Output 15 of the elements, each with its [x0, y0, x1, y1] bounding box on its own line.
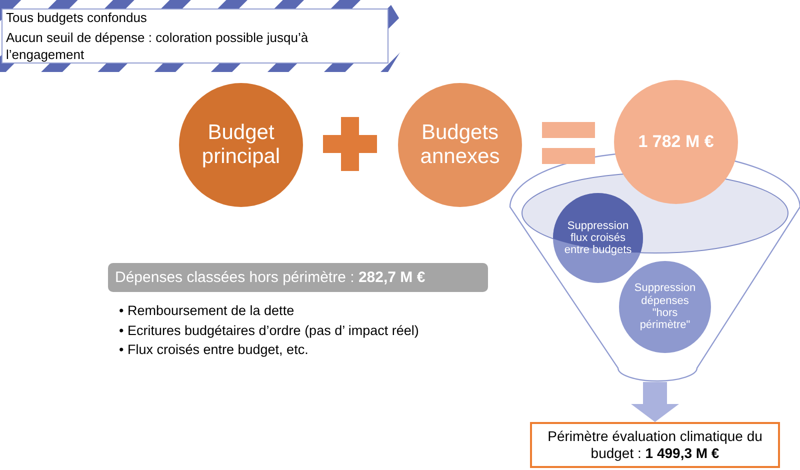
circle-label: Suppression dépenses "hors périmètre" — [633, 282, 697, 332]
circle-label: 1 782 M € — [638, 132, 714, 152]
banner-note: Aucun seuil de dépense : coloration possible jusqu’à l’engagement — [6, 30, 310, 64]
banner-title: Tous budgets confondus — [6, 10, 148, 27]
bar-label: Dépenses classées hors périmètre : 282,7 M € — [115, 268, 426, 288]
list-item: • Ecritures budgétaires d’ordre (pas d’ impact réel) — [119, 322, 419, 340]
circle-label: Budgets annexes — [419, 121, 501, 169]
circle-label: Budget principal — [200, 121, 282, 169]
block-arrow — [631, 382, 679, 422]
circle-label: Suppression flux croisés entre budgets — [564, 220, 632, 256]
result-label: Périmètre évaluation climatique du budget : 1 499,3 M € — [546, 428, 764, 462]
summary-bar — [108, 263, 488, 292]
result-box — [530, 422, 780, 468]
list-item: • Flux croisés entre budget, etc. — [119, 341, 310, 359]
list-item: • Remboursement de la dette — [119, 302, 296, 320]
